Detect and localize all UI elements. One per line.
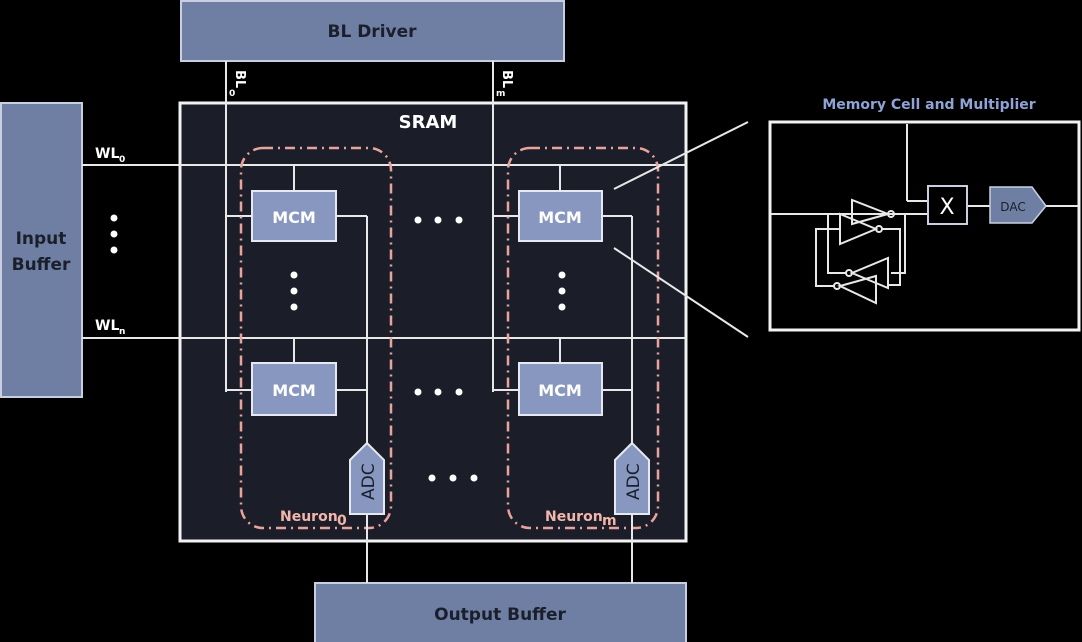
detail-title: Memory Cell and Multiplier [822,97,1035,113]
bl-driver-block [180,0,565,62]
output-buffer-block [314,582,687,642]
svg-text:ADC: ADC [624,463,644,500]
svg-text:ADC: ADC [359,463,379,500]
svg-text:BL: BL [499,70,514,88]
detail-panel [768,120,1081,332]
svg-text:MCM: MCM [538,208,582,227]
mcm-cell: MCM [518,190,603,242]
input-buffer-label-2: Buffer [12,255,71,275]
adc-0: ADC [349,441,385,515]
bl0-subscript: 0 [229,89,235,99]
blm-label: BL [499,70,514,88]
sram-label: SRAM [399,112,458,133]
bl0-label: BL [232,70,247,88]
svg-text:X: X [939,195,954,220]
adc-m: ADC [614,441,650,515]
svg-text:MCM: MCM [538,381,582,400]
mcm-cell: MCM [251,362,337,416]
wordline-ellipsis [110,214,118,254]
svg-text:BL: BL [232,70,247,88]
sram-cell-latch-icon [815,198,906,305]
neuron-0-label: Neuron [280,509,338,525]
mcm-cell: MCM [518,362,603,416]
wln-label: WL [95,318,119,334]
callout-line-bottom [613,247,749,338]
neuron-0-subscript: 0 [337,513,347,529]
wln-subscript: n [119,327,125,337]
callout-line-top [613,121,749,190]
output-buffer-label: Output Buffer [434,605,566,625]
multiplier-block: X [927,185,968,225]
column-ellipsis [414,216,478,482]
svg-text:MCM: MCM [272,381,316,400]
dac-block: DAC [989,186,1047,224]
svg-text:DAC: DAC [1000,200,1025,214]
neuron-0-outline [239,146,393,530]
blm-subscript: m [496,89,505,99]
mcm-cell: MCM [251,190,337,242]
row-ellipsis [290,271,566,311]
svg-text:MCM: MCM [272,208,316,227]
column-output-wires [336,215,633,583]
neuron-m-subscript: m [602,513,617,529]
bit-lines [225,61,519,392]
input-buffer-block [0,102,83,398]
bl-driver-label: BL Driver [327,22,417,42]
input-buffer-label-1: Input [16,229,67,249]
neuron-m-label: Neuron [545,509,603,525]
wl0-label: WL [95,146,119,162]
sram-array [178,101,688,543]
neuron-m-outline [506,146,660,530]
wl0-subscript: 0 [119,155,125,165]
word-lines [82,164,686,363]
